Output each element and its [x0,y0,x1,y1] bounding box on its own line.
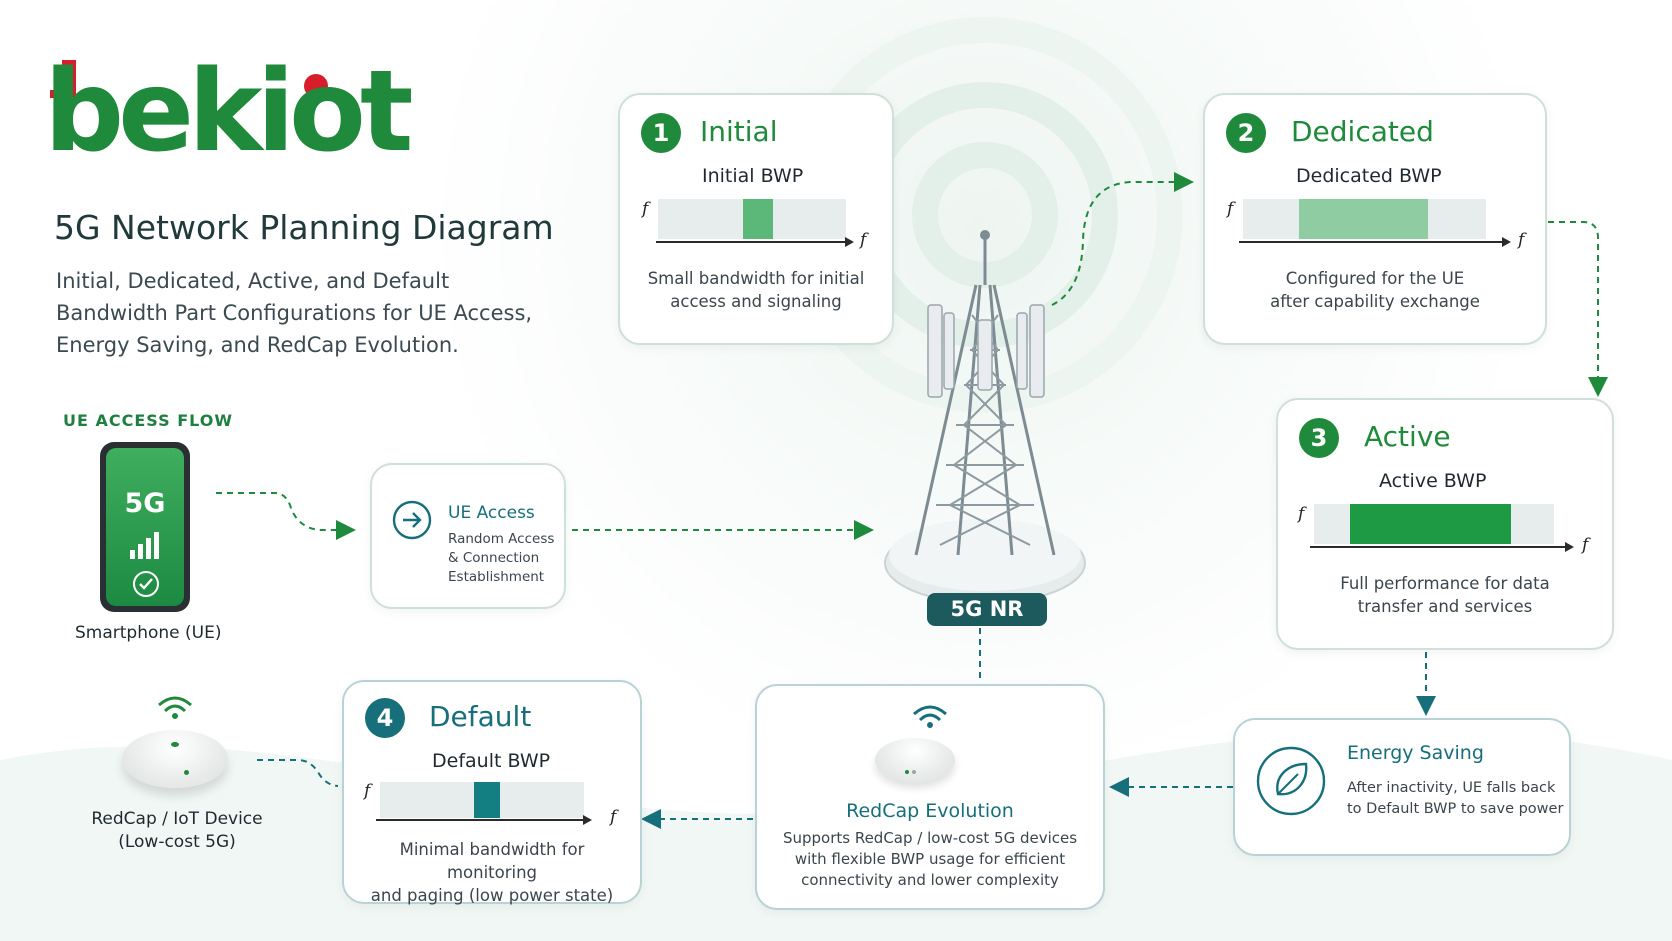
phone-5g-text: 5G [124,488,166,519]
frequency-axis [1239,237,1511,247]
check-circle-icon [133,571,159,597]
default-description: Minimal bandwidth for monitoring and pag… [352,838,632,907]
wifi-icon [158,696,192,719]
initial-bwp-label: Initial BWP [702,165,804,187]
desc-line: after capability exchange [1270,292,1480,311]
desc-line: Small bandwidth for initial [647,269,865,288]
ue-access-card: UE Access Random Access & Connection Est… [370,463,566,609]
energy-saving-card: Energy Saving After inactivity, UE falls… [1233,718,1571,856]
desc-line: Supports RedCap / low-cost 5G devices [782,829,1078,847]
frequency-axis-symbol: f [1518,230,1525,250]
bwp-allocated-fill [1298,199,1428,239]
energy-saving-description: After inactivity, UE falls back to Defau… [1347,778,1563,820]
page-title: 5G Network Planning Diagram [54,208,554,247]
step-number-badge: 2 [1226,113,1266,153]
redcap-description: Supports RedCap / low-cost 5G devices wi… [763,828,1097,891]
arrow-dedicated-to-active [1548,221,1608,397]
initial-card: 1 Initial Initial BWP f f Small bandwidt… [618,93,894,345]
energy-saving-title: Energy Saving [1347,742,1484,764]
frequency-axis [1310,542,1574,552]
desc-line: transfer and services [1357,597,1533,616]
leaf-icon [1256,746,1326,816]
phone-screen: 5G [106,448,184,606]
cell-tower-icon [884,230,1086,604]
redcap-evolution-card: RedCap Evolution Supports RedCap / low-c… [755,684,1105,910]
active-description: Full performance for data transfer and s… [1298,572,1592,618]
desc-line: connectivity and lower complexity [801,871,1059,889]
ue-access-desc: Random Access & Connection Establishment [448,530,554,587]
frequency-axis-symbol: f [1582,535,1589,555]
bwp-bandwidth-bar [380,782,584,818]
redcap-title: RedCap Evolution [846,800,1014,822]
subtitle-line: Initial, Dedicated, Active, and Default [56,269,450,293]
wifi-icon [913,705,947,728]
arrow-phone-to-access [216,492,356,540]
tower-label-5g-nr: 5G NR [927,593,1047,626]
frequency-axis-symbol: f [364,781,371,801]
frequency-axis-symbol: f [642,199,649,219]
step-number-badge: 1 [641,113,681,153]
desc-line: and paging (low power state) [370,886,614,905]
smartphone-label: Smartphone (UE) [75,623,222,643]
smartphone-icon: 5G [100,442,190,612]
desc-line: Full performance for data [1340,574,1550,593]
frequency-axis-symbol: f [860,230,867,250]
iot-device-icon [875,738,955,782]
line-iot-to-default [257,759,339,787]
iot-device-label: RedCap / IoT Device (Low-cost 5G) [82,808,272,854]
active-card: 3 Active Active BWP f f Full performance… [1276,398,1614,650]
frequency-axis-symbol: f [610,807,617,827]
bwp-allocated-fill [1350,504,1511,544]
iot-label-line: (Low-cost 5G) [118,832,236,852]
arrow-right-circle-icon [392,500,432,540]
desc-line: Configured for the UE [1285,269,1465,288]
frequency-axis-symbol: f [1227,199,1234,219]
bwp-allocated-fill [473,782,501,818]
bwp-allocated-fill [742,199,773,239]
dedicated-bwp-label: Dedicated BWP [1296,165,1442,187]
initial-description: Small bandwidth for initial access and s… [630,267,882,313]
frequency-axis-symbol: f [1298,504,1305,524]
default-card: 4 Default Default BWP f f Minimal bandwi… [342,680,642,907]
iot-device-icon [122,730,228,788]
page-subtitle: Initial, Dedicated, Active, and Default … [56,265,532,361]
desc-line: Random Access [448,531,555,547]
bekiot-logo: bekiot [44,52,413,178]
ue-access-title: UE Access [448,503,535,523]
dedicated-title: Dedicated [1291,115,1434,148]
bwp-bandwidth-bar [1314,504,1554,544]
desc-line: with flexible BWP usage for efficient [794,850,1066,868]
signal-bars-icon [130,532,159,559]
desc-line: access and signaling [670,292,842,311]
step-number-badge: 3 [1299,418,1339,458]
active-title: Active [1364,420,1451,453]
frequency-axis [656,237,854,247]
desc-line: Establishment [448,569,545,585]
ue-flow-heading: UE ACCESS FLOW [63,411,233,430]
default-bwp-label: Default BWP [432,750,551,772]
step-number-badge: 4 [365,698,405,738]
dedicated-description: Configured for the UE after capability e… [1225,267,1525,313]
desc-line: to Default BWP to save power [1347,801,1564,817]
initial-title: Initial [700,115,778,148]
subtitle-line: Bandwidth Part Configurations for UE Acc… [56,301,533,325]
bwp-bandwidth-bar [658,199,846,239]
subtitle-line: Energy Saving, and RedCap Evolution. [56,333,459,357]
frequency-axis [376,815,592,825]
dedicated-card: 2 Dedicated Dedicated BWP f f Configured… [1203,93,1547,345]
default-title: Default [429,700,532,733]
desc-line: Minimal bandwidth for monitoring [399,840,585,882]
bwp-bandwidth-bar [1243,199,1486,239]
iot-label-line: RedCap / IoT Device [91,809,263,829]
active-bwp-label: Active BWP [1379,470,1487,492]
desc-line: & Connection [448,550,540,566]
logo-wordmark: bekiot [44,47,413,177]
desc-line: After inactivity, UE falls back [1347,780,1556,796]
